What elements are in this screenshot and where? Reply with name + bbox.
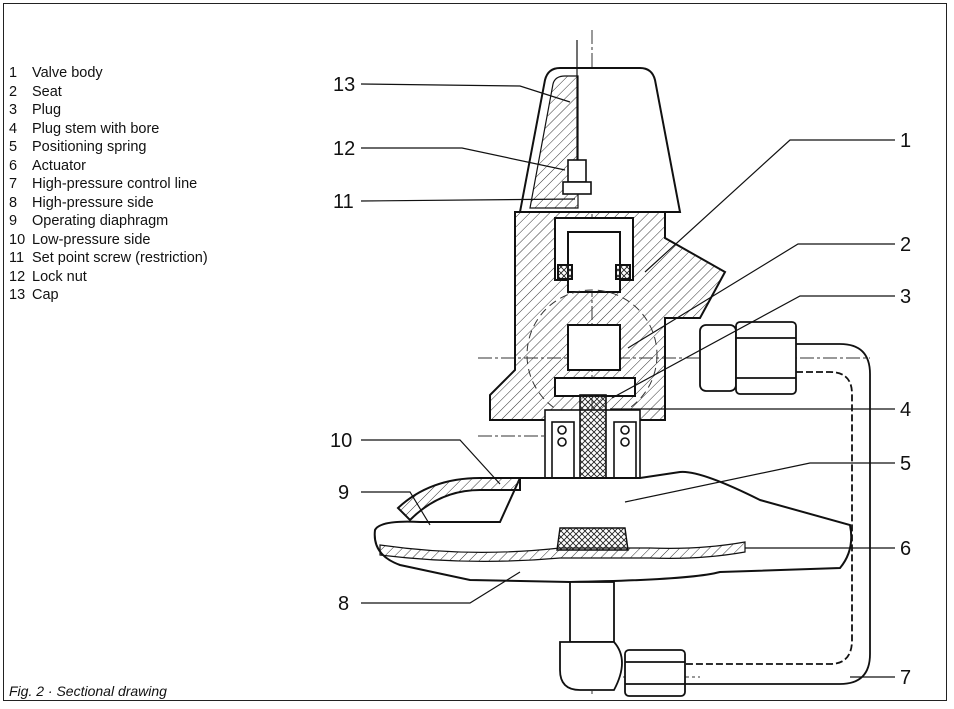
- cap: [518, 67, 682, 213]
- legend-label: Plug: [32, 102, 62, 118]
- legend-number: 10: [9, 231, 26, 248]
- legend-item: 11 Set point screw (restriction): [9, 249, 208, 268]
- callout-13: 13: [333, 74, 355, 96]
- legend-label: Positioning spring: [32, 139, 147, 155]
- callout-10: 10: [330, 430, 352, 452]
- callout-7: 7: [900, 667, 911, 689]
- legend-item: 13 Cap: [9, 286, 208, 305]
- legend-number: 4: [9, 120, 18, 137]
- legend-label: Actuator: [32, 157, 86, 174]
- legend-label: High-pressure control line: [32, 176, 198, 192]
- legend-item: 1 Valve body: [9, 64, 208, 83]
- figure-frame: [3, 3, 947, 701]
- callout-2: 2: [900, 234, 911, 256]
- callout-3: 3: [900, 286, 911, 308]
- legend-label: Lock nut: [32, 268, 87, 285]
- legend-item: 5 Positioning spring: [9, 138, 208, 157]
- callout-5: 5: [900, 453, 911, 475]
- callouts: 13 12 11 1 2 3 4 5 6 7 8 9 10: [330, 74, 911, 689]
- callout-1: 1: [900, 130, 911, 152]
- legend-number: 11: [9, 250, 25, 266]
- legend-label: Low-pressure side: [32, 231, 151, 248]
- callout-6: 6: [900, 538, 911, 560]
- legend-label: Operating diaphragm: [32, 213, 169, 229]
- set-point-screw: [562, 40, 592, 195]
- legend-item: 9 Operating diaphragm: [9, 212, 208, 231]
- legend-number: 1: [9, 65, 18, 81]
- legend-label: Seat: [32, 83, 62, 100]
- legend-item: 12 Lock nut: [9, 268, 208, 287]
- callout-8: 8: [338, 593, 349, 615]
- legend-item: 3 Plug: [9, 101, 208, 120]
- upper-fitting: [699, 321, 797, 395]
- legend-number: 9: [9, 213, 18, 229]
- legend-item: 6 Actuator: [9, 157, 208, 176]
- callout-11: 11: [333, 191, 354, 213]
- lower-fitting: [559, 581, 686, 697]
- legend-number: 7: [9, 176, 18, 192]
- legend-label: Cap: [32, 287, 59, 303]
- legend-number: 8: [9, 194, 18, 211]
- legend-label: Valve body: [32, 65, 103, 81]
- callout-9: 9: [338, 482, 349, 504]
- legend-item: 2 Seat: [9, 83, 208, 102]
- legend-number: 13: [9, 287, 26, 303]
- legend-number: 5: [9, 139, 18, 155]
- actuator-housing: [373, 470, 853, 584]
- legend-item: 10 Low-pressure side: [9, 231, 208, 250]
- legend-number: 6: [9, 157, 18, 174]
- legend-number: 2: [9, 83, 18, 100]
- leader-lines: [360, 83, 895, 678]
- parts-legend: 1 Valve body 2 Seat 3 Plug 4 Plug stem with …: [9, 64, 208, 305]
- legend-label: Plug stem with bore: [32, 120, 160, 137]
- control-line: [685, 343, 871, 685]
- legend-item: 7 High-pressure control line: [9, 175, 208, 194]
- legend-item: 8 High-pressure side: [9, 194, 208, 213]
- legend-item: 4 Plug stem with bore: [9, 120, 208, 139]
- callout-4: 4: [900, 399, 911, 421]
- legend-label: High-pressure side: [32, 194, 154, 211]
- figure-caption: Fig. 2 · Sectional drawing: [9, 683, 167, 699]
- legend-number: 3: [9, 102, 18, 118]
- legend-label: Set point screw (restriction): [32, 250, 208, 266]
- callout-12: 12: [333, 138, 355, 160]
- legend-number: 12: [9, 268, 26, 285]
